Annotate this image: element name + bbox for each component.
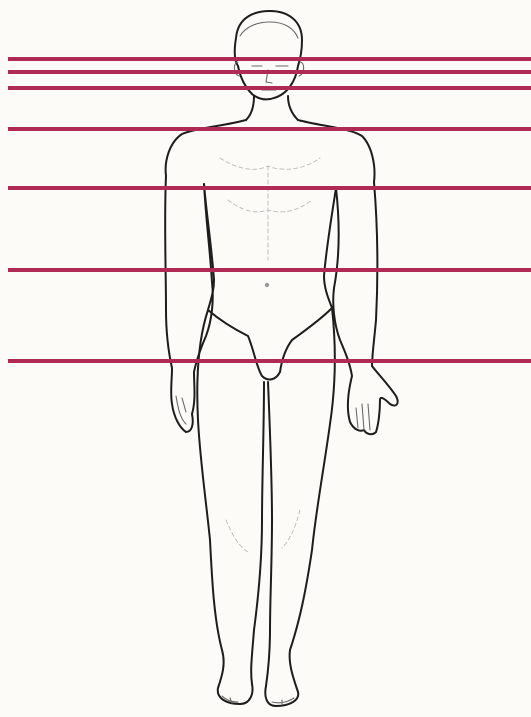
leg-left-outer xyxy=(197,310,252,704)
arm-left-outer xyxy=(165,176,193,432)
neck-left xyxy=(246,96,254,120)
chest-contour xyxy=(220,158,320,260)
navel-mark xyxy=(265,283,269,287)
human-body-outline xyxy=(165,11,397,706)
hair-line xyxy=(240,22,298,38)
neck-right xyxy=(288,96,298,120)
leg-right-outer xyxy=(265,308,334,706)
leg-right-inner xyxy=(266,382,272,686)
hand-right-fingers xyxy=(356,404,370,430)
arm-right-inner xyxy=(333,188,364,431)
leg-left-inner xyxy=(251,382,264,684)
arm-right-outer xyxy=(364,182,398,434)
arm-left-inner xyxy=(192,184,213,414)
hip-groin-outline xyxy=(208,308,332,379)
